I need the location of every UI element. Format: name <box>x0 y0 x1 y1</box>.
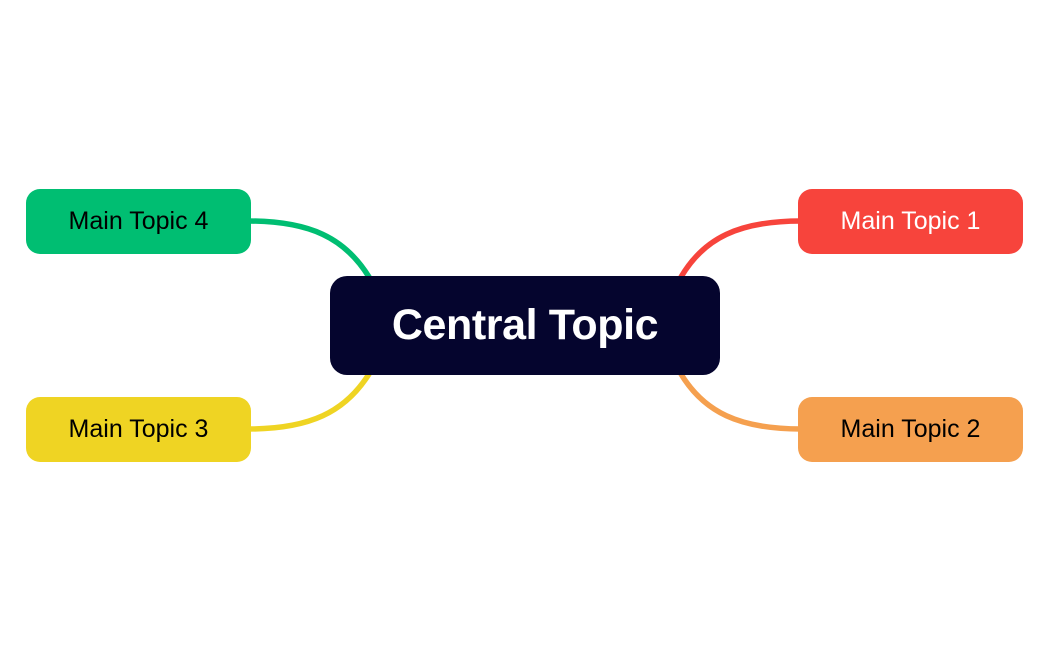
connector-topic-1-path <box>678 218 804 280</box>
connector-topic-3-path <box>245 371 372 432</box>
branch-node-topic-1[interactable]: Main Topic 1 <box>798 189 1023 254</box>
branch-node-topic-4[interactable]: Main Topic 4 <box>26 189 251 254</box>
central-topic-label: Central Topic <box>391 301 659 349</box>
branch-label-topic-3: Main Topic 3 <box>68 415 209 443</box>
connector-topic-4-path <box>245 218 372 280</box>
branch-node-topic-2[interactable]: Main Topic 2 <box>798 397 1023 462</box>
branch-label-topic-1: Main Topic 1 <box>840 207 981 235</box>
branch-label-topic-2: Main Topic 2 <box>840 415 981 443</box>
branch-label-topic-4: Main Topic 4 <box>68 207 209 235</box>
branch-node-topic-3[interactable]: Main Topic 3 <box>26 397 251 462</box>
central-topic-node[interactable]: Central Topic <box>330 276 720 375</box>
connector-topic-2-path <box>678 371 804 432</box>
